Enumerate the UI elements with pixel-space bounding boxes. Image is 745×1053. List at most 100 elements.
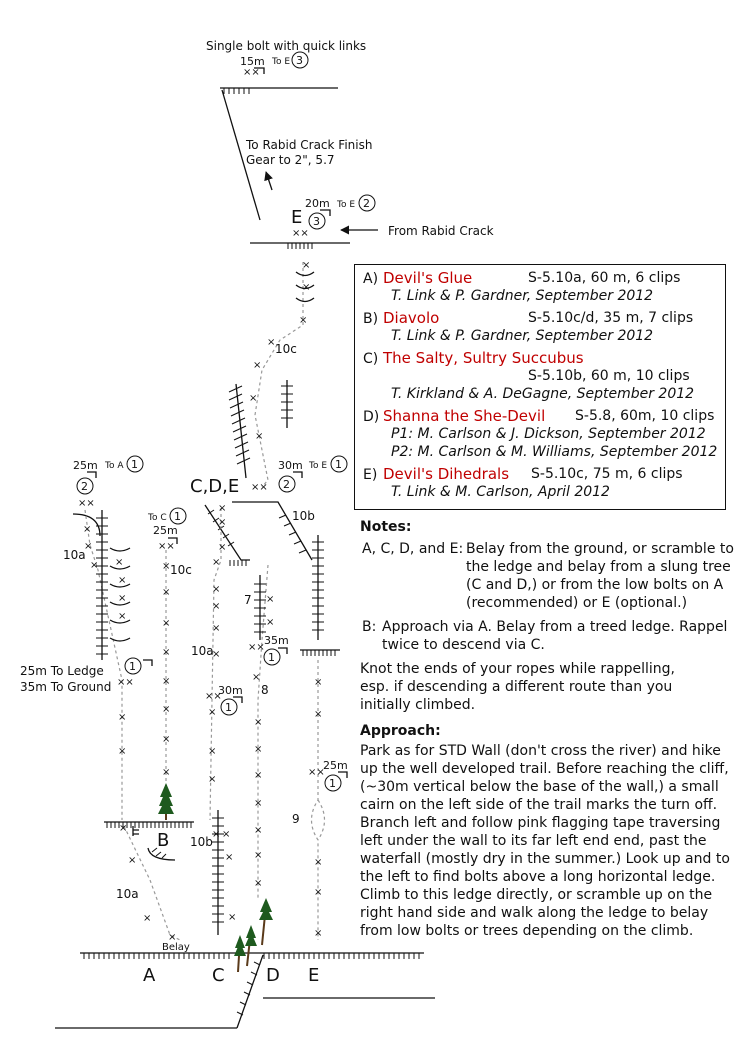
base-letter-a: A (143, 965, 156, 986)
bolt-mark: × (254, 717, 262, 728)
bolt-mark: × (84, 541, 92, 552)
route-name: The Salty, Sultry Succubus (383, 349, 584, 367)
legend-letter: E) (363, 467, 378, 483)
base-letter-d: D (266, 965, 280, 986)
bolt-mark: × (228, 912, 236, 923)
a-anchor-to: To A (104, 461, 124, 471)
grade-10a-left: 10a (63, 548, 86, 562)
bulge-mark (295, 271, 315, 277)
approach-heading: Approach: (360, 723, 441, 739)
bolt-mark: × (218, 503, 226, 514)
d-crack (254, 575, 266, 640)
bolt-mark: × (254, 770, 262, 781)
route-e-variant-path (317, 799, 326, 841)
bolt-mark: × (162, 587, 170, 598)
route-c-path (209, 508, 222, 821)
lower-arrow-icon (87, 471, 97, 478)
bolt-mark: × (212, 601, 220, 612)
lower-arrow-icon (233, 696, 243, 703)
b-ledge-hatch (106, 822, 192, 828)
dihedral-crack-left (228, 383, 251, 479)
bolt-mark: × (254, 744, 262, 755)
route-d-path (257, 564, 269, 900)
e-anchor-to: To E (336, 200, 355, 210)
route-grade: S-5.10c/d, 35 m, 7 clips (528, 310, 694, 326)
first-ascent: T. Link & M. Carlson, April 2012 (391, 484, 610, 500)
route-grade: S-5.10b, 60 m, 10 clips (528, 368, 690, 384)
cde-anchor: C,D,E ×× 2 30m To E 1 (190, 455, 348, 497)
lower-arrow-icon (320, 209, 331, 216)
route-name: Shanna the She-Devil (383, 407, 546, 425)
legend-letter: C) (363, 351, 379, 367)
bolt-mark: × (208, 746, 216, 757)
d-anchor-bolts: ×× (248, 642, 265, 653)
ground-hatch (83, 953, 420, 959)
e-label-num: 3 (313, 215, 320, 228)
note-b: B: Approach via A. Belay from a treed le… (360, 618, 738, 654)
bolt-mark: × (162, 676, 170, 687)
e-anchor: 20m To E 2 E 3 ×× From Rabid Crack (250, 194, 494, 249)
route-grade: S-5.10c, 75 m, 6 clips (531, 466, 683, 482)
route-e-upper-path (254, 262, 304, 488)
bolt-mark: × (83, 524, 91, 535)
top-anchor: Single bolt with quick links 15m ×× To E… (206, 39, 366, 221)
note-ace-text: Belay from the ground, or scramble to th… (466, 541, 734, 611)
top-anchor-to: To E (271, 57, 290, 67)
a-anchor-to-num: 1 (131, 458, 138, 471)
bolt-mark: × (162, 767, 170, 778)
top-anchor-note: Single bolt with quick links (206, 39, 366, 53)
bolt-mark: × (225, 852, 233, 863)
bolt-mark: × (212, 623, 220, 634)
belay-label: Belay (162, 942, 190, 953)
c-anchor-to-num: 1 (174, 510, 181, 523)
bolt-mark: × (222, 829, 230, 840)
bolt-mark: × (249, 393, 257, 404)
bolt-mark: × (218, 542, 226, 553)
cde-to: To E (308, 461, 327, 471)
top-anchor-bolts: ×× (243, 67, 260, 78)
e-crack (312, 535, 324, 640)
bolt-mark: × (115, 557, 123, 568)
c-ledge-hatch (207, 509, 247, 566)
approach-text: Park as for STD Wall (don't cross the ri… (360, 743, 730, 939)
finish-line2: Gear to 2", 5.7 (246, 153, 335, 167)
bolt-hanger-icon (132, 826, 139, 836)
grade-10c-top: 10c (275, 342, 297, 356)
bolt-mark: × (299, 315, 307, 326)
d-anchor-dist: 35m (264, 634, 289, 647)
bolt-mark: × (119, 823, 127, 834)
lower-arrow-icon (254, 67, 265, 74)
ledge-line2: 35m To Ground (20, 680, 111, 694)
cde-bolts: ×× (251, 482, 268, 493)
finish-arrow-icon (264, 171, 273, 191)
lower-arrow-icon (338, 771, 348, 778)
bolt-mark: × (212, 557, 220, 568)
b-roof-arcs: × × × × (109, 547, 131, 642)
tree-icon (259, 898, 273, 946)
grade-10b-c: 10b (190, 835, 213, 849)
grade-10b-e: 10b (292, 509, 315, 523)
c-anchor-dist: 25m (153, 524, 178, 537)
a-anchor-num: 2 (81, 480, 88, 493)
lower-arrow-icon (278, 647, 288, 654)
b-small-roof-hatch (151, 847, 167, 859)
bolt-mark: × (162, 618, 170, 629)
bolt-mark: × (128, 855, 136, 866)
bolt-mark: × (314, 709, 322, 720)
top-anchor-num: 3 (296, 54, 303, 67)
anchor-number-circle (358, 194, 376, 212)
base-letter-e: E (308, 965, 319, 986)
bolt-mark: × (254, 878, 262, 889)
bolt-mark: × (118, 712, 126, 723)
anchor-number-circle (291, 51, 309, 69)
bolt-mark: × (314, 677, 322, 688)
bolt-mark: × (212, 649, 220, 660)
route-a-upper-path (84, 509, 123, 820)
bolt-mark: × (118, 575, 126, 586)
cde-ledge-hatch (278, 514, 307, 554)
bolt-mark: × (314, 928, 322, 939)
e-lower-num: 1 (329, 777, 336, 790)
ledge-num: 1 (129, 660, 136, 673)
